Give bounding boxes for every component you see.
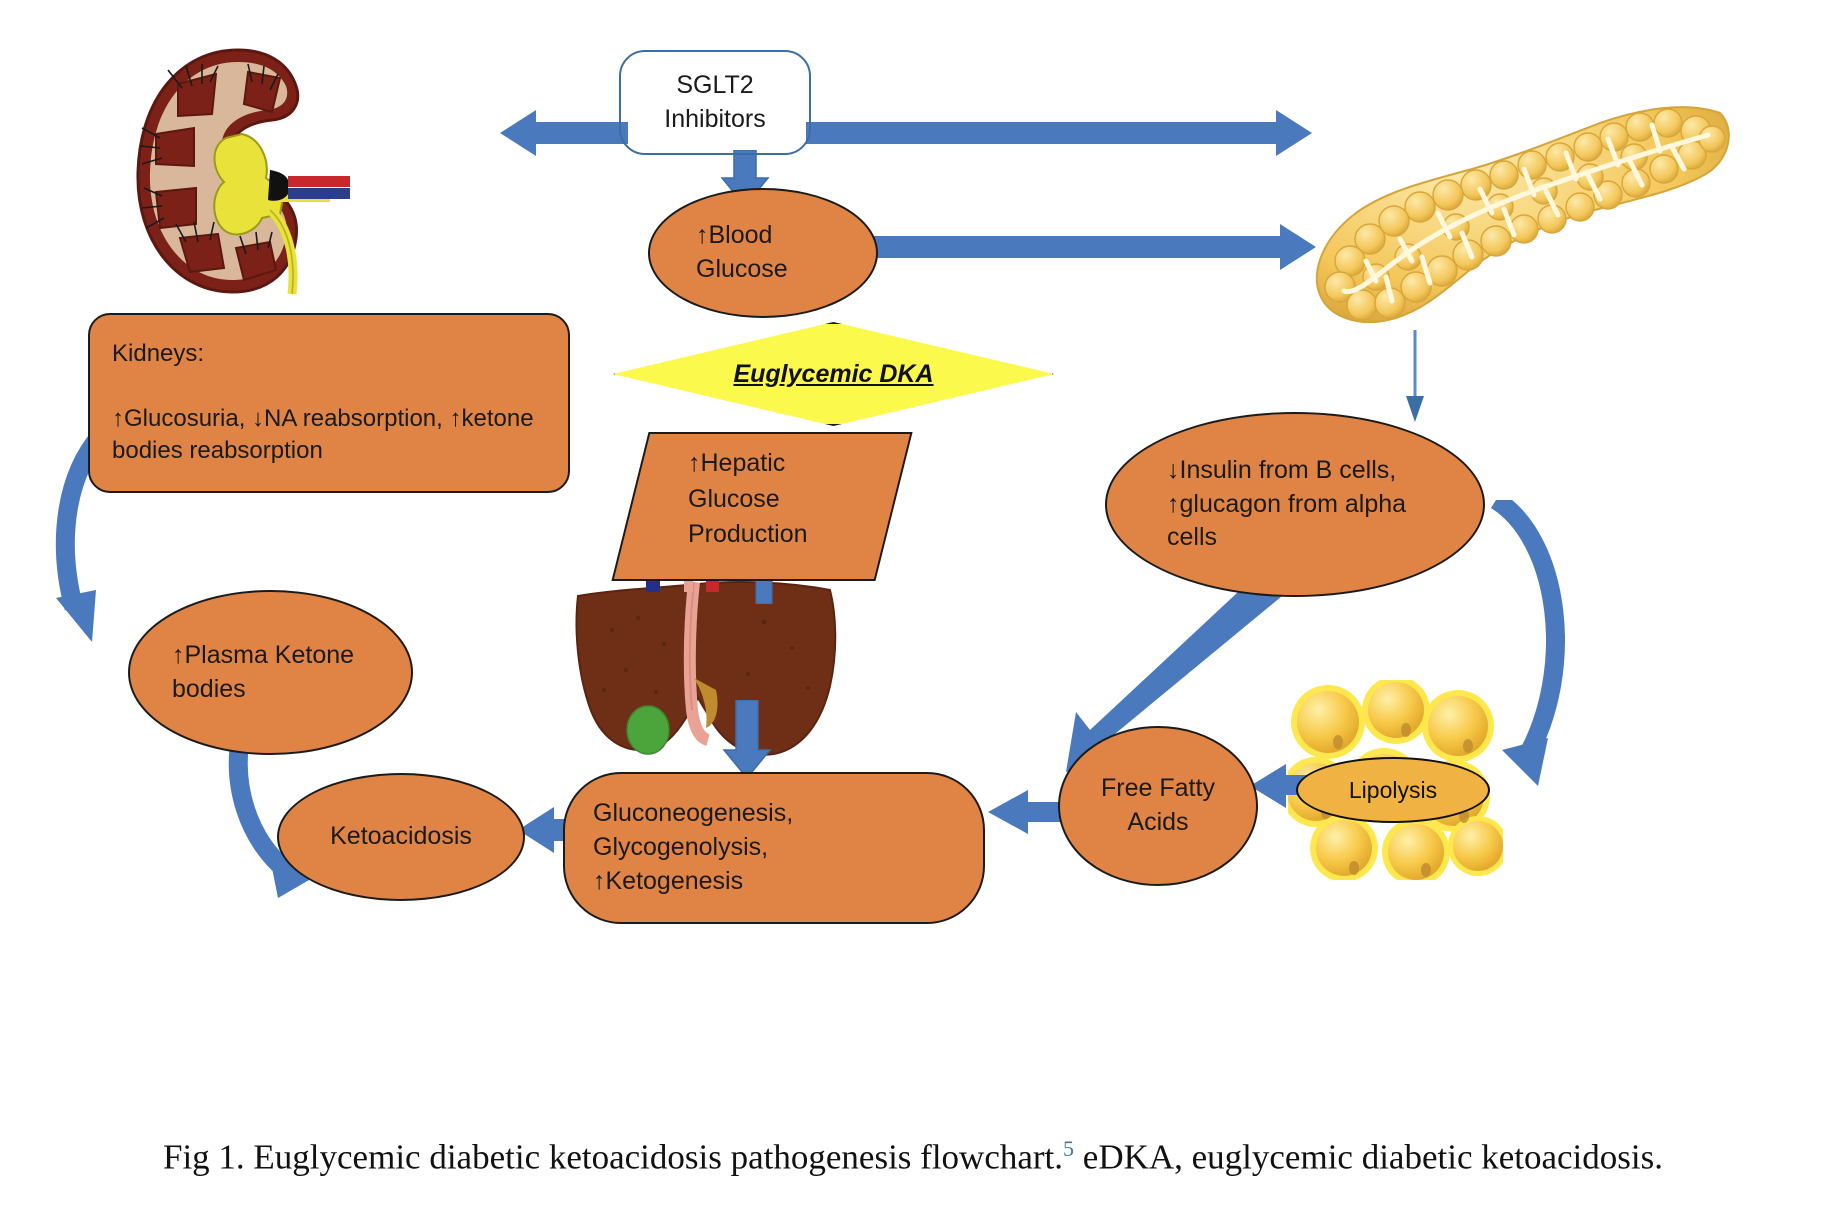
arrow-sglt2-to-pancreas xyxy=(806,110,1312,156)
node-ketoacidosis[interactable]: Ketoacidosis xyxy=(277,773,525,901)
node-gluconeogenesis[interactable]: Gluconeogenesis, Glycogenolysis, ↑Ketoge… xyxy=(563,772,985,924)
liver-illustration xyxy=(568,578,848,778)
ketoacidosis-label: Ketoacidosis xyxy=(330,822,472,851)
caption-main: Fig 1. Euglycemic diabetic ketoacidosis … xyxy=(162,1137,1064,1177)
caption-reference: 5 xyxy=(1063,1136,1075,1161)
arrow-gluconeogenesis-to-ketoacidosis xyxy=(518,807,584,853)
node-hepatic-glucose-production[interactable]: ↑Hepatic Glucose Production xyxy=(611,432,913,581)
insulin-glucagon-label: ↓Insulin from B cells, ↑glucagon from al… xyxy=(1167,455,1407,552)
arrow-lipolysis-to-free-fatty-acids xyxy=(1250,764,1318,808)
arrow-hepatic-to-gluconeogenesis xyxy=(722,700,772,780)
arrow-insulin-to-lipolysis xyxy=(1490,500,1565,786)
node-lipolysis[interactable]: Lipolysis xyxy=(1296,757,1490,823)
dka-label: Euglycemic DKA xyxy=(733,359,934,388)
node-plasma-ketone-bodies[interactable]: ↑Plasma Ketone bodies xyxy=(128,590,413,755)
gluconeogenesis-label: Gluconeogenesis, Glycogenolysis, ↑Ketoge… xyxy=(593,799,794,895)
node-kidneys-effects[interactable]: Kidneys: ↑Glucosuria, ↓NA reabsorption, … xyxy=(88,313,570,493)
node-euglycemic-dka[interactable]: Euglycemic DKA xyxy=(613,322,1054,426)
pancreas-illustration xyxy=(1300,95,1740,335)
arrow-free-fatty-acids-to-gluconeogenesis xyxy=(988,790,1066,834)
kidneys-effects-label: Kidneys: ↑Glucosuria, ↓NA reabsorption, … xyxy=(112,340,534,465)
node-insulin-glucagon[interactable]: ↓Insulin from B cells, ↑glucagon from al… xyxy=(1105,412,1485,597)
kidney-illustration xyxy=(120,42,370,302)
arrow-pancreas-to-insulin xyxy=(1406,330,1424,422)
lipolysis-label: Lipolysis xyxy=(1348,776,1438,803)
free-fatty-acids-label: Free Fatty Acids xyxy=(1101,774,1215,836)
arrow-blood-glucose-to-pancreas xyxy=(872,224,1316,270)
plasma-ketone-label: ↑Plasma Ketone bodies xyxy=(172,640,355,703)
node-free-fatty-acids[interactable]: Free Fatty Acids xyxy=(1058,726,1258,886)
arrow-insulin-to-gluconeogenesis xyxy=(1066,538,1316,772)
caption-abbrev: eDKA, euglycemic diabetic ketoacidosis. xyxy=(1074,1137,1663,1177)
dka-diamond-shape: Euglycemic DKA xyxy=(613,322,1054,426)
hepatic-label: ↑Hepatic Glucose Production xyxy=(688,449,808,548)
arrow-sglt2-to-kidney xyxy=(500,110,628,156)
figure-caption: Fig 1. Euglycemic diabetic ketoacidosis … xyxy=(0,1136,1826,1178)
